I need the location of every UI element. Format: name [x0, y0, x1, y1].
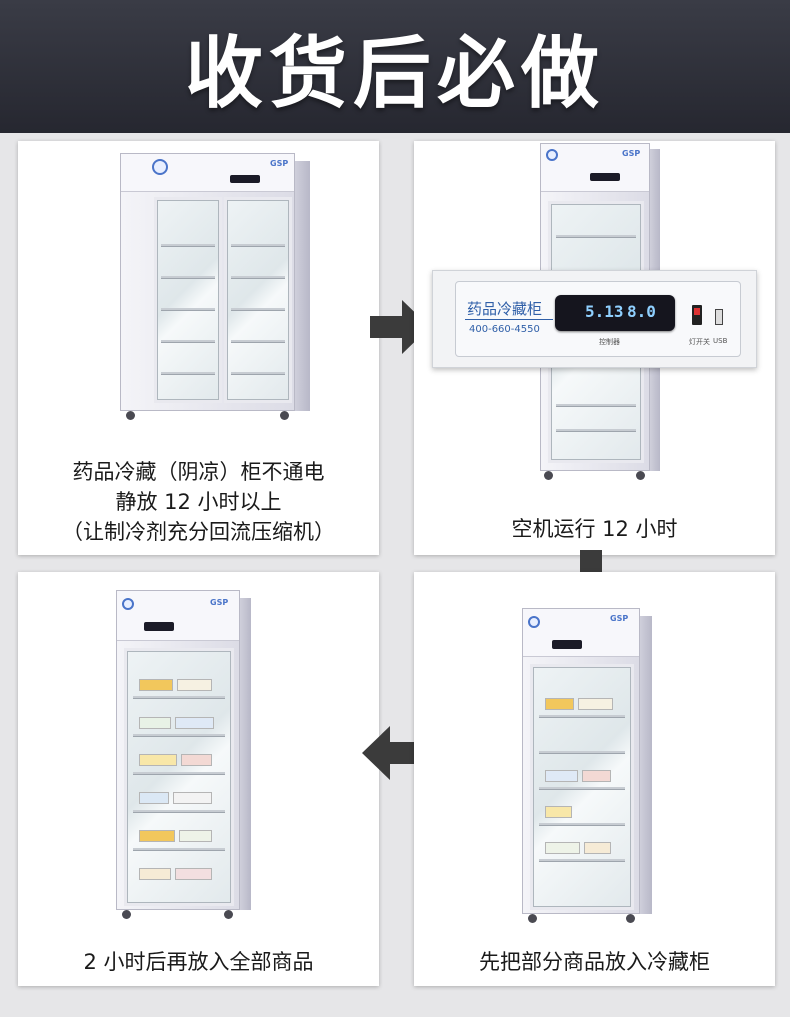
gsp-badge: GSP — [210, 598, 229, 607]
temperature-display: 5.13 8.0 — [555, 295, 675, 331]
page-title: 收货后必做 — [184, 28, 605, 119]
controller-label: 控制器 — [599, 338, 620, 346]
step-card-1: GSP 药品冷藏（阴凉）柜不通电 静放 12 小时以上 （让制冷剂充分回流压缩机… — [18, 141, 379, 555]
step-1-caption-line-1: 药品冷藏（阴凉）柜不通电 — [72, 460, 325, 484]
gsp-badge: GSP — [610, 614, 629, 623]
partially-stocked-fridge-image: GSP — [522, 608, 652, 926]
gsp-badge: GSP — [270, 159, 289, 168]
step-card-4: GSP 2 小时后再放入全部商品 — [18, 572, 379, 986]
step-1-caption: 药品冷藏（阴凉）柜不通电 静放 12 小时以上 （让制冷剂充分回流压缩机） — [18, 457, 379, 547]
double-door-fridge-image: GSP — [120, 153, 310, 423]
step-1-caption-line-2: 静放 12 小时以上 — [115, 490, 282, 514]
control-panel-phone: 400-660-4550 — [469, 324, 540, 335]
display-right-value: 8.0 — [627, 302, 656, 321]
step-2-caption: 空机运行 12 小时 — [511, 517, 678, 541]
gsp-badge: GSP — [622, 149, 641, 158]
control-panel-name: 药品冷藏柜 — [467, 300, 543, 318]
step-1-caption-line-3: （让制冷剂充分回流压缩机） — [62, 520, 335, 544]
arrow-left-icon — [362, 726, 422, 780]
fully-stocked-fridge-image: GSP — [116, 590, 251, 922]
step-4-caption: 2 小时后再放入全部商品 — [83, 950, 314, 974]
display-left-value: 5.13 — [585, 302, 624, 321]
usb-port[interactable] — [715, 309, 723, 325]
page-header: 收货后必做 — [0, 0, 790, 133]
light-switch-label: 灯开关 — [689, 338, 710, 346]
usb-label: USB — [713, 337, 728, 345]
step-card-3: GSP 先把部分商品放入冷藏柜 — [414, 572, 775, 986]
light-switch[interactable] — [692, 305, 702, 325]
step-3-caption: 先把部分商品放入冷藏柜 — [479, 950, 710, 974]
control-panel-callout: 药品冷藏柜 400-660-4550 5.13 8.0 控制器 灯开关 USB — [432, 270, 757, 368]
